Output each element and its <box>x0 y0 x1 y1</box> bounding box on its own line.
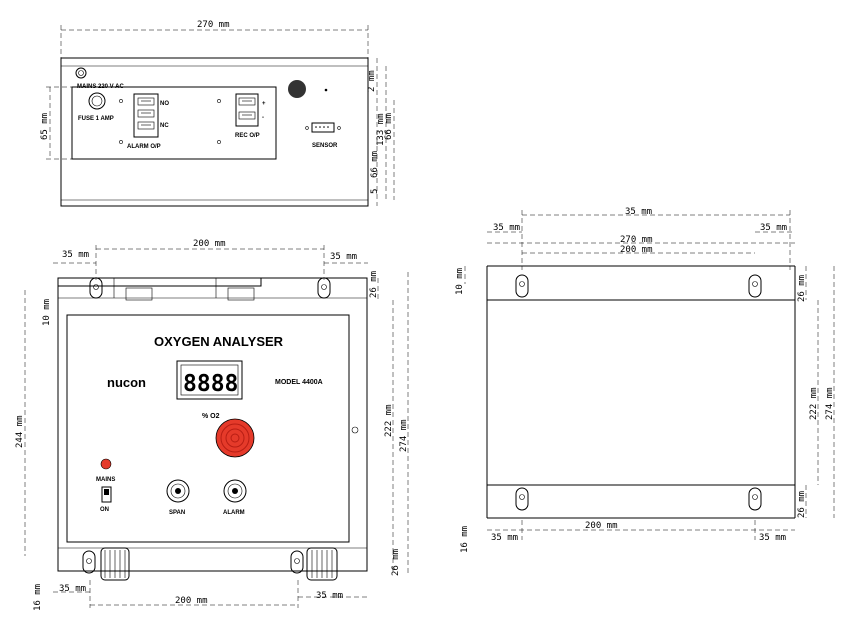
alarm-op-label: ALARM O/P <box>127 144 161 150</box>
alarm-knob-label: ALARM <box>223 510 245 516</box>
dim-200-bottom: 200 mm <box>175 596 208 606</box>
mains-label: MAINS 220 V AC <box>77 84 124 90</box>
span-label: SPAN <box>169 510 185 516</box>
plus-label: + <box>262 101 266 107</box>
dim-222-front: 222 mm <box>384 404 394 437</box>
door-latch-icon <box>351 426 359 434</box>
top-bracket <box>57 277 262 287</box>
dim-26-front-top: 26 mm <box>369 271 379 298</box>
dim-35-plate-bottom-left: 35 mm <box>491 533 518 543</box>
dim-35-bottom-right: 35 mm <box>316 591 343 601</box>
mounting-plate-view: 35 mm 35 mm 35 mm 270 mm 200 mm 10 mm 16… <box>455 207 835 553</box>
alarm-knob[interactable] <box>223 479 247 503</box>
recorder-terminal-block <box>235 93 259 127</box>
keyhole-icon <box>515 487 529 511</box>
sensor-connector-icon <box>305 122 341 133</box>
dim-200-plate-bottom: 200 mm <box>585 521 618 531</box>
dim-10-plate: 10 mm <box>455 268 465 295</box>
dim-16-front: 16 mm <box>33 584 43 611</box>
model-label: MODEL 4400A <box>275 379 323 386</box>
keyhole-icon <box>89 277 103 299</box>
no-label: NO <box>160 101 169 107</box>
minus-label: - <box>262 115 264 121</box>
dim-65: 65 mm <box>40 113 50 140</box>
dim-35-plate-left: 35 mm <box>493 223 520 233</box>
dim-244: 244 mm <box>15 415 25 448</box>
dim-66-a: 66 mm <box>384 113 394 140</box>
front-door <box>66 314 350 543</box>
keyhole-icon <box>748 487 762 511</box>
dim-274-plate: 274 mm <box>825 387 835 420</box>
fuse-holder-icon <box>88 92 106 110</box>
rear-panel-view: MAINS 220 V AC FUSE 1 AMP NO NC ALARM O/… <box>40 20 395 207</box>
brand-logo: nucon <box>107 375 146 390</box>
alarm-beacon-icon <box>215 418 255 458</box>
keyhole-icon <box>748 274 762 298</box>
dim-200-plate-top: 200 mm <box>620 245 653 255</box>
dim-10: 10 mm <box>42 299 52 326</box>
cable-gland-icon <box>100 547 130 581</box>
mains-indicator-icon <box>100 458 112 470</box>
dim-16-plate: 16 mm <box>460 526 470 553</box>
cable-gland-icon <box>306 547 338 581</box>
front-view: OXYGEN ANALYSER nucon 8888 MODEL 4400A %… <box>15 239 409 611</box>
sensor-label: SENSOR <box>312 143 338 149</box>
dim-35-top-left: 35 mm <box>62 250 89 260</box>
keyhole-icon <box>82 550 96 574</box>
rear-panel-outline <box>60 57 369 207</box>
dim-222-plate: 222 mm <box>809 387 819 420</box>
dim-26-plate-bottom: 26 mm <box>797 491 807 518</box>
dim-270-top: 270 mm <box>197 20 230 30</box>
keyhole-icon <box>515 274 529 298</box>
mains-indicator-label: MAINS <box>96 477 115 483</box>
dim-270-plate: 270 mm <box>620 235 653 245</box>
span-knob[interactable] <box>166 479 190 503</box>
nc-label: NC <box>160 123 169 129</box>
keyhole-icon <box>317 277 331 299</box>
rear-subpanel <box>71 86 277 160</box>
front-enclosure-outline <box>57 277 368 572</box>
analyser-title: OXYGEN ANALYSER <box>154 334 284 349</box>
dim-274-front: 274 mm <box>399 419 409 452</box>
dim-35-bottom-left: 35 mm <box>59 584 86 594</box>
dim-133: 133 mm <box>376 113 386 146</box>
digital-display <box>176 360 243 400</box>
dim-26-front-bottom: 26 mm <box>391 549 401 576</box>
dim-35-plate-right: 35 mm <box>760 223 787 233</box>
dim-35-plate-bottom-right: 35 mm <box>759 533 786 543</box>
dim-26-plate-top: 26 mm <box>797 275 807 302</box>
dim-35-top-right: 35 mm <box>330 252 357 262</box>
dim-35-plate-top: 35 mm <box>625 207 652 217</box>
dim-66-b: 66 mm <box>370 151 380 178</box>
alarm-terminal-block <box>133 93 159 138</box>
rec-op-label: REC O/P <box>235 133 260 139</box>
speaker-grille-icon <box>288 80 306 98</box>
fuse-label: FUSE 1 AMP <box>78 116 114 122</box>
keyhole-icon <box>290 550 304 574</box>
dim-200-top: 200 mm <box>193 239 226 249</box>
power-toggle-switch[interactable] <box>101 486 112 503</box>
unit-label: % O2 <box>202 413 220 420</box>
dim-5: 5 <box>370 189 380 194</box>
dim-2: 2 mm <box>367 70 377 92</box>
display-digits: 8888 <box>183 371 238 397</box>
on-label: ON <box>100 507 109 513</box>
screw-icon <box>75 67 87 79</box>
